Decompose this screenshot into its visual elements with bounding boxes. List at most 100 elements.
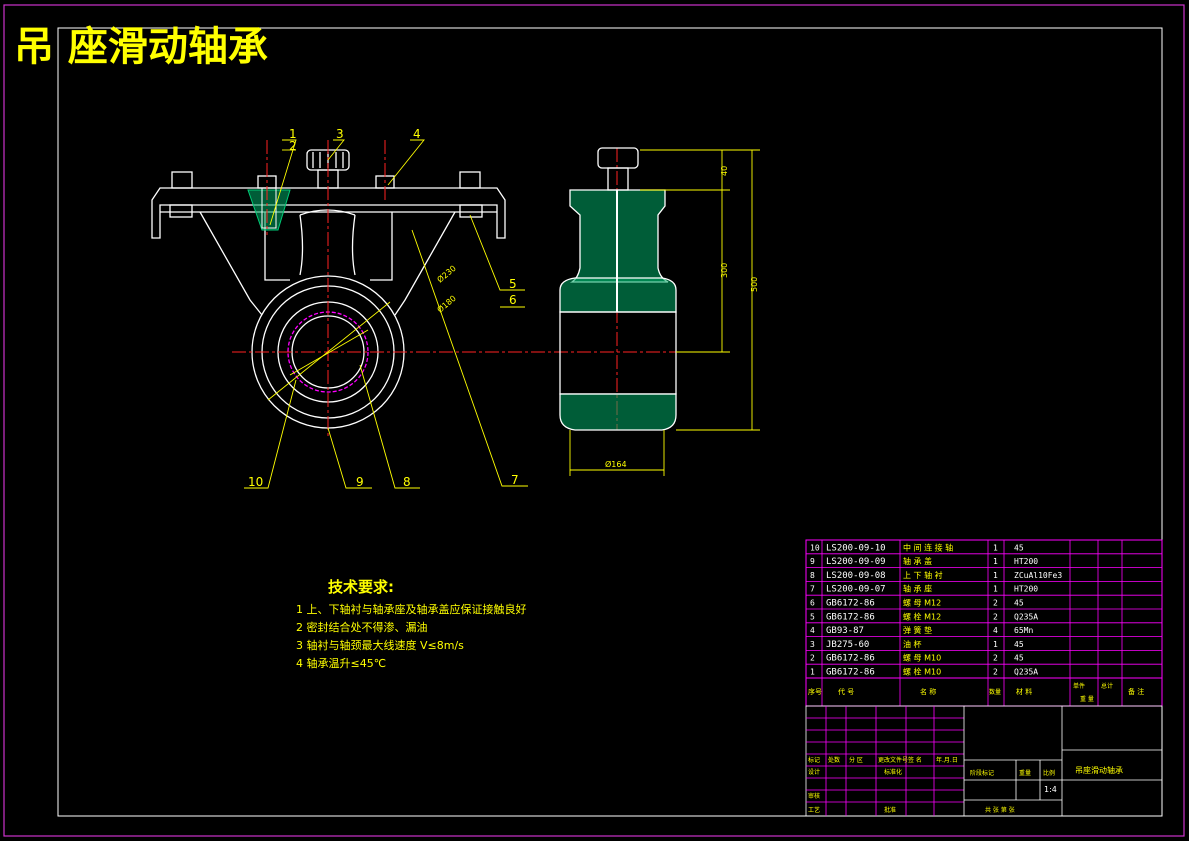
side-upper-hatch xyxy=(569,189,669,283)
bom-cell-qty: 1 xyxy=(993,640,998,649)
title-block-frame xyxy=(805,705,1163,817)
dim-h300: 300 xyxy=(720,263,729,278)
bom-cell-mat: Q235A xyxy=(1014,612,1038,621)
rib-arch xyxy=(299,209,356,216)
tb-sign: 签 名 xyxy=(908,756,922,764)
tb-review: 审核 xyxy=(808,792,820,800)
bom-cell-no: 4 xyxy=(810,626,815,635)
bom-cell-name: 轴 承 盖 xyxy=(903,556,932,566)
bom-cell-code: GB6172-86 xyxy=(826,668,875,678)
bolt-left-lower xyxy=(169,204,193,218)
tb-date: 年.月.日 xyxy=(936,756,958,764)
leader-3 xyxy=(327,139,345,161)
rib-mid-l xyxy=(299,214,304,276)
bom-cell-name: 螺 母 M12 xyxy=(903,598,941,608)
bom-cell-no: 9 xyxy=(810,557,815,566)
dim-dia-outer-line xyxy=(267,301,391,401)
bom-cell-name: 油 杯 xyxy=(903,639,922,649)
title-block-text: 标记 处数 分 区 更改文件号 签 名 年.月.日 设计 标准化 审核 工艺 批… xyxy=(808,756,1123,814)
bom-h-weight: 重 量 xyxy=(1080,695,1094,703)
bom-cell-code: LS200-09-10 xyxy=(826,543,886,553)
bom-cell-name: 螺 栓 M12 xyxy=(903,611,941,621)
bom-cell-code: LS200-09-07 xyxy=(826,585,886,595)
bom-cell-no: 1 xyxy=(810,668,815,677)
balloon-6: 6 xyxy=(509,293,517,307)
bom-cell-name: 螺 栓 M10 xyxy=(903,667,941,677)
front-bolt-shank xyxy=(261,187,277,229)
balloon-5: 5 xyxy=(509,277,517,291)
tb-scale-value: 1:4 xyxy=(1044,785,1057,794)
bom-cell-mat: ZCuAl10Fe3 xyxy=(1014,571,1062,580)
front-hatch-section xyxy=(247,189,291,231)
bom-cell-mat: 45 xyxy=(1014,640,1024,649)
bom-h-name: 名 称 xyxy=(920,687,936,696)
tb-stage: 阶段标记 xyxy=(970,769,994,777)
tb-approve: 批准 xyxy=(884,806,896,814)
bom-cell-no: 3 xyxy=(810,640,815,649)
bom-cell-no: 2 xyxy=(810,654,815,663)
dim-dia-outer: Ø230 xyxy=(435,263,458,285)
bom-cell-name: 螺 母 M10 xyxy=(903,653,941,663)
dim-dia-side: Ø164 xyxy=(605,459,627,469)
balloon-2: 2 xyxy=(289,139,297,153)
bom-cell-mat: Q235A xyxy=(1014,668,1038,677)
bom-cell-mat: HT200 xyxy=(1014,585,1038,594)
bom-cell-mat: 45 xyxy=(1014,599,1024,608)
technical-requirements: 技术要求: 1 上、下轴衬与轴承座及轴承盖应保证接触良好 2 密封结合处不得渗、… xyxy=(296,578,527,670)
balloon-numbers: 1 2 3 4 5 6 7 8 9 10 xyxy=(248,127,519,489)
bom-cell-mat: 45 xyxy=(1014,654,1024,663)
bom-cell-qty: 1 xyxy=(993,543,998,552)
tech-item-4: 4 轴承温升≤45℃ xyxy=(296,656,386,670)
leader-10 xyxy=(244,379,297,489)
bom-cell-qty: 1 xyxy=(993,571,998,580)
balloon-8: 8 xyxy=(403,475,411,489)
balloon-9: 9 xyxy=(356,475,364,489)
bom-cell-no: 5 xyxy=(810,612,815,621)
tech-item-2: 2 密封结合处不得渗、漏油 xyxy=(296,620,428,634)
leader-7 xyxy=(411,229,528,487)
body-left-outline xyxy=(199,211,263,316)
rib-left xyxy=(264,212,290,281)
flange-plate xyxy=(151,187,506,239)
bom-cell-mat: HT200 xyxy=(1014,557,1038,566)
rib-mid-r xyxy=(351,214,356,276)
bom-cell-code: GB6172-86 xyxy=(826,654,875,664)
side-view xyxy=(559,147,677,431)
tb-mark: 标记 xyxy=(808,756,820,764)
body-right-outline xyxy=(394,211,456,316)
leader-9 xyxy=(327,427,372,489)
bom-h-note: 备 注 xyxy=(1128,687,1144,696)
bom-h-code: 代 号 xyxy=(838,687,854,696)
drawing-title: 吊 座滑动轴承 xyxy=(14,24,268,70)
bom-cell-qty: 2 xyxy=(993,668,998,677)
rib-right xyxy=(370,212,393,281)
bom-cell-name: 弹 簧 垫 xyxy=(903,625,932,635)
side-body xyxy=(559,311,677,395)
inner-frame xyxy=(57,27,1163,817)
bom-cell-name: 中 间 连 接 轴 xyxy=(903,542,953,552)
bom-cell-mat: 45 xyxy=(1014,543,1024,552)
title-right-grid xyxy=(963,706,1162,816)
bom-cell-no: 6 xyxy=(810,599,815,608)
leader-8 xyxy=(359,364,420,489)
title-left-grid xyxy=(806,706,964,816)
tb-count: 处数 xyxy=(828,756,840,764)
leader-4 xyxy=(387,139,425,186)
tb-weight: 重量 xyxy=(1019,769,1031,777)
tb-zone: 分 区 xyxy=(849,756,863,764)
tb-scale: 比例 xyxy=(1043,769,1055,777)
bom-cell-no: 8 xyxy=(810,571,815,580)
outer-sheet-border xyxy=(3,4,1185,837)
leader-1 xyxy=(269,139,297,226)
bom-cell-code: GB6172-86 xyxy=(826,612,875,622)
bom-cell-code: JB275-60 xyxy=(826,640,869,650)
bom-h-no: 序号 xyxy=(808,687,822,696)
tb-part-name: 吊座滑动轴承 xyxy=(1075,765,1123,775)
bom-h-unit: 单件 xyxy=(1073,682,1085,690)
title-block: 标记 处数 分 区 更改文件号 签 名 年.月.日 设计 标准化 审核 工艺 批… xyxy=(805,705,1163,817)
dimension-lines xyxy=(244,139,760,489)
balloon-7: 7 xyxy=(511,473,519,487)
